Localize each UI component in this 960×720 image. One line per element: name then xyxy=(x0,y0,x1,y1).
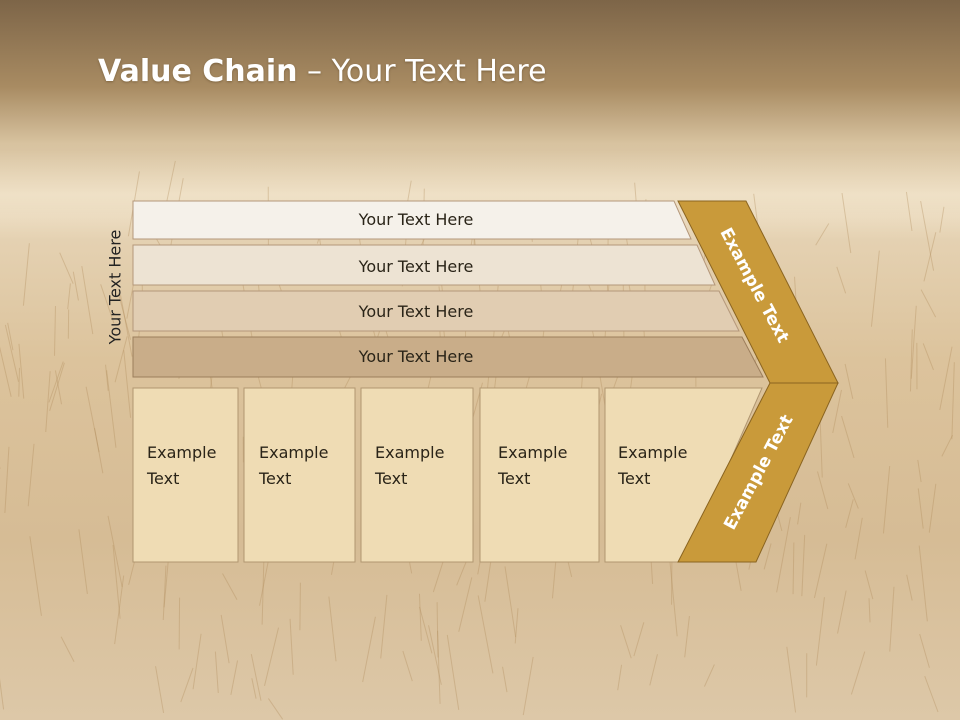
box-2-line-2: Text xyxy=(258,469,291,488)
box-3-line-1: Example xyxy=(375,443,444,462)
bar-4: Your Text Here xyxy=(132,336,764,378)
title-rest: – Your Text Here xyxy=(297,54,547,89)
box-4-line-2: Text xyxy=(497,469,530,488)
box-2-line-1: Example xyxy=(259,443,328,462)
bar-shape-3 xyxy=(132,290,740,332)
reflection-box-4: Example Text xyxy=(479,564,600,720)
box-5-line-1: Example xyxy=(618,443,687,462)
reflection-box-3: Example Text xyxy=(360,564,474,720)
svg-text:Text: Text xyxy=(146,637,179,656)
box-1-line-2: Text xyxy=(146,469,179,488)
svg-text:Example: Example xyxy=(259,663,328,682)
svg-text:Text: Text xyxy=(497,637,530,656)
bar-1: Your Text Here xyxy=(132,200,692,240)
box-4-line-1: Example xyxy=(498,443,567,462)
title-bold: Value Chain xyxy=(98,54,298,89)
slide-title: Value Chain – Your Text Here xyxy=(98,54,547,89)
bar-3: Your Text Here xyxy=(132,290,740,332)
svg-text:Example: Example xyxy=(618,663,687,682)
reflection-box-2: Example Text xyxy=(243,564,356,720)
reflection-chevron-lower xyxy=(677,564,831,720)
bar-label-2: Your Text Here xyxy=(358,257,474,276)
bar-label-3: Your Text Here xyxy=(358,302,474,321)
svg-text:Example: Example xyxy=(498,663,567,682)
bar-shape-4 xyxy=(132,336,764,378)
box-1-line-1: Example xyxy=(147,443,216,462)
bar-label-1: Your Text Here xyxy=(358,210,474,229)
bar-2: Your Text Here xyxy=(132,244,716,286)
svg-text:Text: Text xyxy=(258,637,291,656)
chevron-lower-arm xyxy=(677,382,839,563)
bar-label-4: Your Text Here xyxy=(358,347,474,366)
box-5-line-2: Text xyxy=(617,469,650,488)
svg-text:Example: Example xyxy=(147,663,216,682)
svg-text:Text: Text xyxy=(617,637,650,656)
diagram-reflection: Example Text Example Text Example Text Exam… xyxy=(132,564,831,720)
svg-text:Example: Example xyxy=(375,663,444,682)
box-3-line-2: Text xyxy=(374,469,407,488)
svg-text:Text: Text xyxy=(374,637,407,656)
reflection-box-1: Example Text xyxy=(132,564,239,720)
bar-shape-1 xyxy=(132,200,692,240)
bar-shape-2 xyxy=(132,244,716,286)
